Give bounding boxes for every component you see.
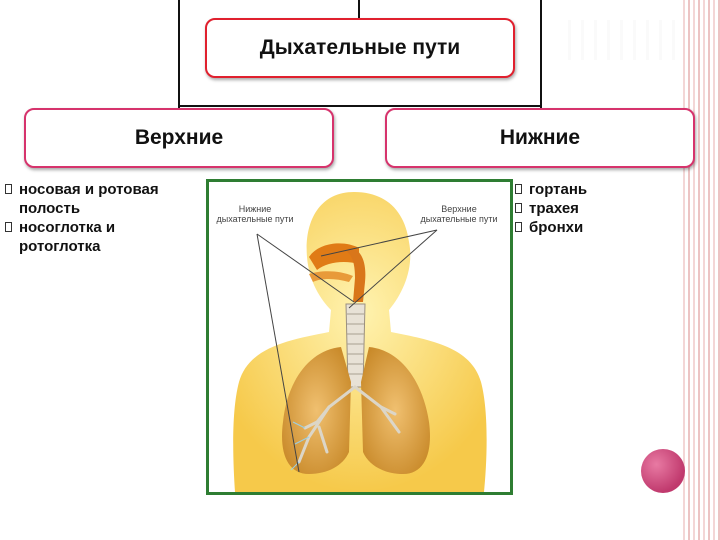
- list-item: бронхи: [515, 218, 665, 237]
- bullet-icon: [515, 203, 522, 213]
- bullet-icon: [5, 222, 12, 232]
- title-text: Дыхательные пути: [259, 36, 461, 59]
- bullet-icon: [515, 184, 522, 194]
- list-item: носовая и ротовая полость: [5, 180, 195, 218]
- list-item: трахея: [515, 199, 665, 218]
- bullet-icon: [515, 222, 522, 232]
- lower-tract-box: Нижние: [385, 108, 695, 168]
- lower-label: Нижние: [499, 126, 581, 149]
- list-item: гортань: [515, 180, 665, 199]
- respiratory-anatomy-figure: Нижние дыхательные пути Верхние дыхатель…: [206, 179, 513, 495]
- bullet-icon: [5, 184, 12, 194]
- anatomy-illustration: [233, 192, 487, 492]
- upper-tract-box: Верхние: [24, 108, 334, 168]
- upper-label: Верхние: [134, 126, 224, 149]
- list-item: носоглотка и ротоглотка: [5, 218, 195, 256]
- decorative-circle: [641, 449, 685, 493]
- decorative-edge-stripes: [680, 0, 720, 540]
- respiratory-tract-title-box: Дыхательные пути: [205, 18, 515, 78]
- figure-label-lower: Нижние дыхательные пути: [216, 204, 294, 224]
- watermark: [558, 20, 678, 60]
- upper-tract-list: носовая и ротовая полость носоглотка и р…: [5, 180, 195, 256]
- lower-tract-list: гортань трахея бронхи: [515, 180, 665, 237]
- figure-label-upper: Верхние дыхательные пути: [420, 204, 498, 224]
